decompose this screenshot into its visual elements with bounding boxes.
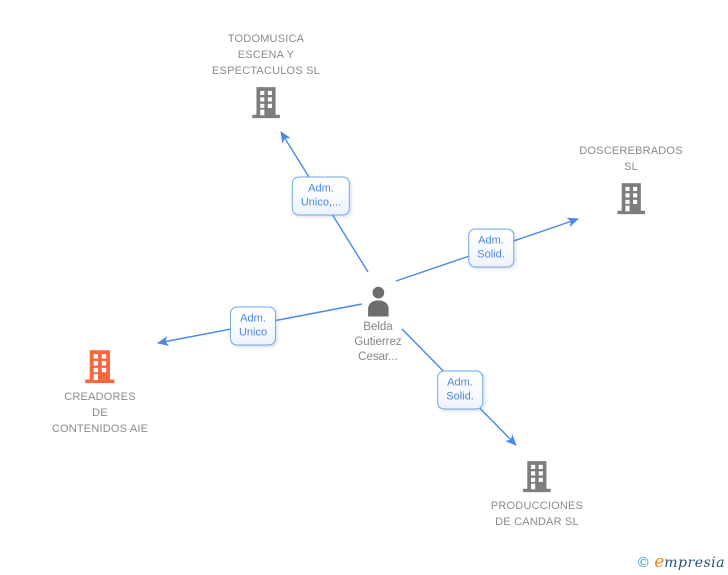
company-node-todomusica[interactable]: TODOMUSICA ESCENA Y ESPECTACULOS SL [212, 31, 320, 119]
person-node-belda-gutierrez[interactable]: Belda Gutierrez Cesar... [354, 284, 402, 365]
person-label: Belda Gutierrez Cesar... [354, 321, 402, 363]
building-icon-highlighted [85, 350, 115, 384]
building-icon [252, 87, 280, 119]
empresia-watermark: ©empresia [636, 552, 725, 572]
company-node-creadores[interactable]: CREADORES DE CONTENIDOS AIE [52, 348, 148, 437]
edge-label-adm-unico-todomusica[interactable]: Adm. Unico,... [291, 176, 351, 216]
copyright-icon: © [636, 555, 651, 571]
company-label: DOSCEREBRADOS SL [579, 145, 683, 173]
empresia-logo-text: mpresia [664, 555, 725, 571]
building-icon [617, 183, 645, 215]
empresia-logo-initial: e [654, 552, 665, 572]
edge-label-adm-solid-producciones[interactable]: Adm. Solid. [437, 370, 483, 410]
person-icon [367, 286, 389, 317]
edge-label-adm-unico-creadores[interactable]: Adm. Unico [229, 306, 277, 346]
company-node-doscerebrados[interactable]: DOSCEREBRADOS SL [579, 143, 683, 215]
company-node-producciones[interactable]: PRODUCCIONES DE CANDAR SL [491, 459, 583, 530]
building-icon [523, 461, 551, 493]
company-label: PRODUCCIONES DE CANDAR SL [490, 500, 584, 528]
company-label: TODOMUSICA ESCENA Y ESPECTACULOS SL [212, 33, 320, 77]
company-label: CREADORES DE CONTENIDOS AIE [51, 391, 149, 435]
edge-label-adm-solid-doscerebrados[interactable]: Adm. Solid. [468, 228, 514, 268]
